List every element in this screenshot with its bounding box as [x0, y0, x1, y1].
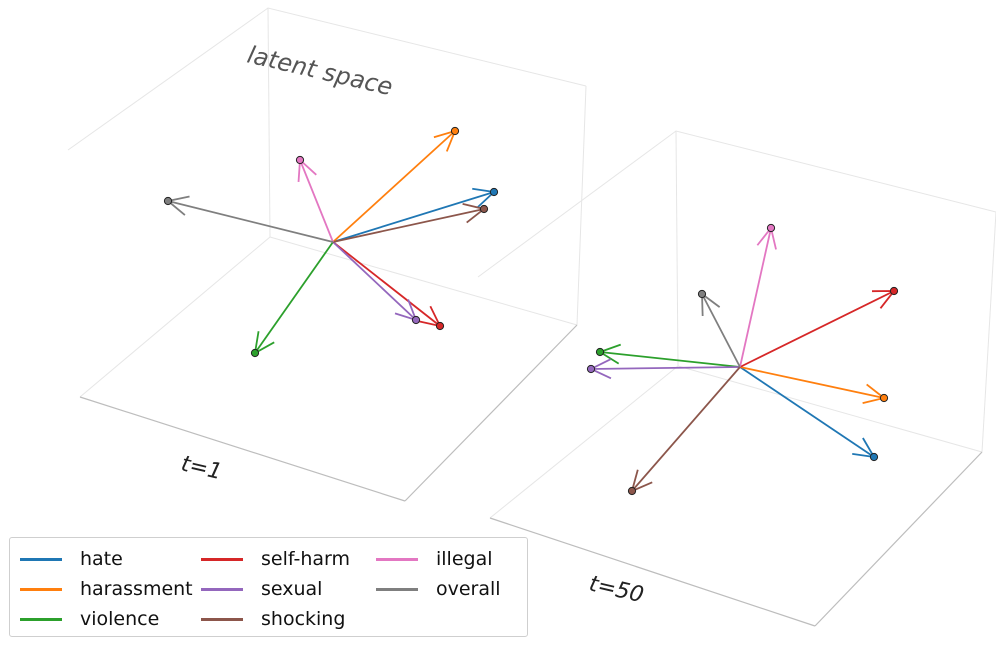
- latent-space-label: latent space: [245, 41, 396, 102]
- left-vector-line-harassment: [332, 130, 456, 243]
- left-vector-sexual: [332, 241, 421, 325]
- right-endpoint-sexual: [586, 364, 596, 374]
- right-endpoint-hate: [869, 452, 879, 462]
- left-vector-shocking: [332, 203, 489, 243]
- right-vector-line-hate: [739, 366, 875, 458]
- legend-label-shocking: shocking: [261, 608, 346, 630]
- legend-item-sexual: sexual: [201, 577, 322, 601]
- legend-label-illegal: illegal: [436, 548, 493, 570]
- legend-label-overall: overall: [436, 578, 501, 600]
- right-vector-shocking: [627, 366, 741, 496]
- left-vector-illegal: [295, 155, 334, 243]
- right-endpoint-shocking: [627, 486, 637, 496]
- right-vector-violence: [595, 343, 741, 368]
- right-endpoint-violence: [595, 347, 605, 357]
- legend-item-illegal: illegal: [376, 547, 493, 571]
- right-vector-self-harm: [739, 286, 899, 368]
- legend-label-sexual: sexual: [261, 578, 323, 600]
- legend-item-violence: violence: [20, 607, 159, 631]
- right-box: [477, 130, 996, 519]
- left-vector-line-illegal: [299, 159, 334, 243]
- left-endpoint-harassment: [450, 126, 460, 136]
- left-vector-hate: [332, 187, 499, 243]
- legend-item-hate: hate: [20, 547, 123, 571]
- right-endpoint-illegal: [766, 223, 776, 233]
- left-vector-line-sexual: [332, 241, 417, 321]
- legend-label-hate: hate: [80, 548, 123, 570]
- right-vector-illegal: [739, 223, 777, 368]
- right-vector-line-harassment: [739, 366, 885, 399]
- left-vector-line-violence: [254, 241, 334, 354]
- legend-line-shocking: [201, 617, 243, 621]
- right-vector-harassment: [739, 366, 889, 405]
- legend-line-illegal: [376, 557, 418, 561]
- left-endpoint-illegal: [295, 155, 305, 165]
- right-vectors: [586, 223, 899, 496]
- right-floor-edges: [489, 451, 983, 627]
- right-vector-hate: [739, 366, 879, 462]
- left-vector-line-self-harm: [332, 241, 441, 327]
- right-vector-line-shocking: [631, 366, 741, 492]
- right-vector-sexual: [586, 358, 741, 380]
- legend-label-self-harm: self-harm: [261, 548, 351, 570]
- legend-label-harassment: harassment: [80, 578, 193, 600]
- left-endpoint-sexual: [411, 315, 421, 325]
- left-vector-line-overall: [167, 200, 334, 243]
- right-vector-overall: [697, 289, 741, 368]
- legend-line-self-harm: [201, 557, 243, 561]
- legend-item-shocking: shocking: [201, 607, 345, 631]
- right-vector-line-overall: [701, 293, 741, 368]
- right-endpoint-harassment: [879, 393, 889, 403]
- left-vector-violence: [250, 241, 334, 358]
- right-vector-line-sexual: [590, 366, 741, 370]
- legend-line-hate: [20, 557, 62, 561]
- left-vector-overall: [163, 195, 334, 243]
- left-vectors: [163, 126, 499, 358]
- right-vector-line-illegal: [739, 227, 772, 368]
- right-panel-label: t=50: [587, 571, 646, 608]
- right-vector-line-violence: [599, 351, 741, 368]
- left-endpoint-shocking: [479, 204, 489, 214]
- legend-item-harassment: harassment: [20, 577, 193, 601]
- left-endpoint-overall: [163, 196, 173, 206]
- left-vector-harassment: [332, 126, 460, 243]
- legend-item-overall: overall: [376, 577, 501, 601]
- left-floor-edges: [79, 324, 578, 502]
- legend-line-violence: [20, 617, 62, 621]
- left-panel-label: t=1: [179, 451, 225, 485]
- right-vector-line-self-harm: [739, 290, 895, 368]
- left-endpoint-self-harm: [435, 321, 445, 331]
- left-vector-line-shocking: [332, 208, 485, 243]
- legend-line-harassment: [20, 587, 62, 591]
- legend-label-violence: violence: [80, 608, 160, 630]
- left-endpoint-hate: [489, 187, 499, 197]
- right-endpoint-overall: [697, 289, 707, 299]
- legend-line-sexual: [201, 587, 243, 591]
- left-vector-self-harm: [332, 241, 445, 331]
- right-endpoint-self-harm: [889, 286, 899, 296]
- left-vector-line-hate: [332, 191, 495, 243]
- legend-item-self-harm: self-harm: [201, 547, 350, 571]
- left-box: [67, 7, 587, 398]
- left-endpoint-violence: [250, 348, 260, 358]
- legend-line-overall: [376, 587, 418, 591]
- legend: hate harassment violence self-harm sexua…: [9, 537, 528, 637]
